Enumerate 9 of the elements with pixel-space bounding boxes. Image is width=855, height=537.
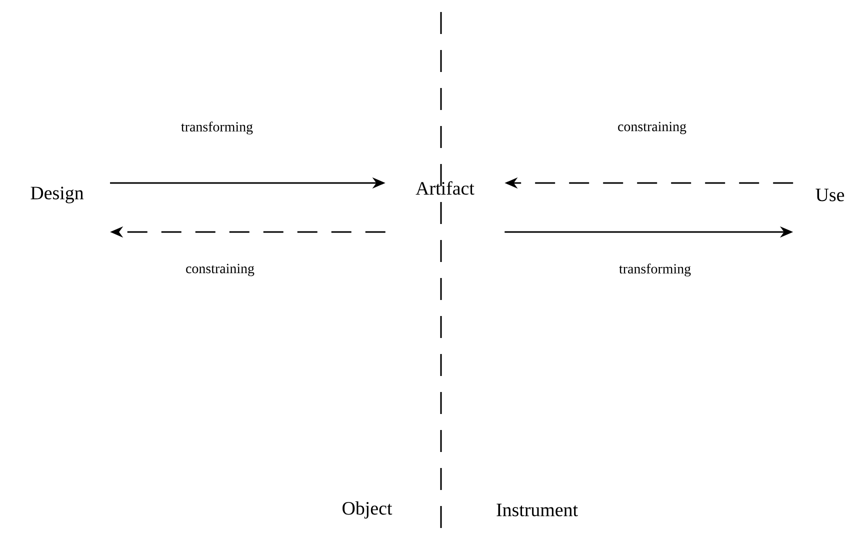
edge-label: transforming	[181, 122, 253, 134]
node-label: Artifact	[416, 181, 474, 195]
node-label: Use	[816, 188, 844, 202]
side-label: Object	[342, 501, 392, 519]
edge-label: transforming	[619, 264, 691, 276]
side-label: Instrument	[496, 504, 578, 516]
node-label: Design	[30, 186, 84, 204]
edge-label: constraining	[618, 122, 686, 134]
edge-label: constraining	[186, 264, 254, 276]
